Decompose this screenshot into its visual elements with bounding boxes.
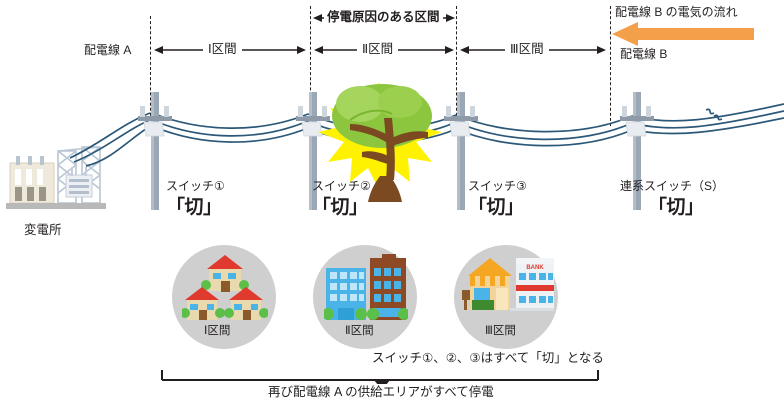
offices-icon bbox=[324, 254, 408, 320]
arrow-power-flow-b bbox=[612, 22, 754, 46]
caption-area-2: Ⅱ区間 bbox=[345, 325, 374, 337]
label-fault-span: 停電原因のある区間 bbox=[324, 11, 443, 24]
divider-section-3 bbox=[456, 6, 457, 126]
switch-1-state: 「切」 bbox=[166, 197, 222, 218]
switch-3-state: 「切」 bbox=[468, 197, 524, 218]
label-substation: 変電所 bbox=[24, 223, 62, 237]
tie-switch-state: 「切」 bbox=[648, 197, 704, 218]
caption-area-1: Ⅰ区間 bbox=[204, 325, 231, 337]
switch-1-name: スイッチ① bbox=[166, 179, 225, 193]
wire-break-icon bbox=[705, 108, 723, 121]
utility-pole-4 bbox=[620, 92, 654, 210]
divider-section-2 bbox=[310, 6, 311, 126]
bank-sign-text: BANK bbox=[526, 265, 544, 271]
fallen-tree-icon bbox=[350, 118, 428, 202]
foliage-icon bbox=[332, 84, 432, 148]
note-switches-all-open: スイッチ①、②、③はすべて「切」となる bbox=[372, 351, 604, 365]
utility-pole-3 bbox=[444, 92, 478, 210]
tie-switch-name: 連系スイッチ（S） bbox=[620, 179, 725, 193]
houses-icon bbox=[182, 255, 268, 320]
label-feeder-a: 配電線 A bbox=[84, 43, 132, 57]
label-section-3: Ⅲ区間 bbox=[505, 43, 549, 56]
switch-2-name: スイッチ② bbox=[312, 179, 371, 193]
label-feeder-b: 配電線 B bbox=[620, 47, 668, 61]
divider-section-1 bbox=[150, 16, 151, 126]
label-section-1: Ⅰ区間 bbox=[203, 43, 242, 56]
caption-area-3: Ⅲ区間 bbox=[485, 325, 516, 337]
shops-icon: BANK bbox=[462, 258, 554, 311]
divider-section-4 bbox=[610, 6, 611, 126]
utility-pole-1 bbox=[138, 92, 172, 210]
switch-3-name: スイッチ③ bbox=[468, 179, 527, 193]
label-section-2: Ⅱ区間 bbox=[357, 43, 399, 56]
note-conclusion: 再び配電線 A の供給エリアがすべて停電 bbox=[268, 385, 494, 399]
label-feeder-b-flow: 配電線 B の電気の流れ bbox=[615, 5, 738, 19]
switch-2-state: 「切」 bbox=[312, 197, 368, 218]
utility-pole-2 bbox=[296, 92, 330, 210]
summary-bracket bbox=[161, 370, 599, 384]
